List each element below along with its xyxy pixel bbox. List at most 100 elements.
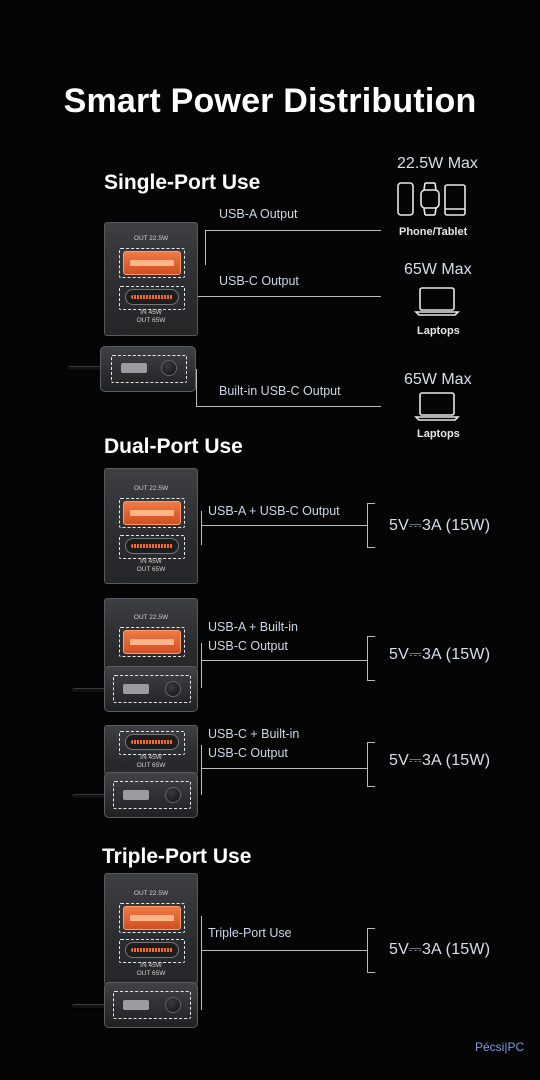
usb-a-connector-drop xyxy=(205,230,206,265)
usb-c-connector xyxy=(198,296,381,297)
usb-a-port xyxy=(123,906,181,930)
builtin-plug xyxy=(121,363,147,373)
phone-watch-tablet-icon xyxy=(397,182,466,216)
builtin-highlight xyxy=(111,355,187,383)
usb-a-port xyxy=(123,501,181,525)
triple-end-bottom xyxy=(367,972,375,973)
module-button xyxy=(165,997,181,1013)
usb-a-port xyxy=(123,630,181,654)
combo3-value: 5V⎓3A (15W) xyxy=(389,752,491,769)
combo1-end-bottom xyxy=(367,547,375,548)
combo1-value: 5V⎓3A (15W) xyxy=(389,517,491,534)
laptop-icon xyxy=(414,287,460,316)
builtin-plug xyxy=(123,1000,149,1010)
usb-a-output-label: USB-A Output xyxy=(219,207,298,221)
combo3-connector xyxy=(201,768,367,769)
builtin-output-label: Built-in USB-C Output xyxy=(219,384,341,398)
usb-c-highlight xyxy=(119,535,185,559)
usb-a-highlight xyxy=(119,627,185,657)
combo1-connector xyxy=(201,525,367,526)
cable-module-dual-3 xyxy=(104,772,198,818)
combo2-end-bottom xyxy=(367,680,375,681)
usb-c-highlight xyxy=(119,286,185,310)
cable-module-triple xyxy=(104,982,198,1028)
page-title: Smart Power Distribution xyxy=(63,82,477,120)
module-button xyxy=(165,787,181,803)
usb-a-rating: OUT 22.5W xyxy=(133,890,169,897)
charger-single: OUT 22.5W IN 45W OUT 65W xyxy=(104,222,198,336)
dual-port-heading: Dual-Port Use xyxy=(104,435,243,458)
phone-icon xyxy=(397,182,414,216)
usb-c-port xyxy=(125,289,179,305)
combo2-connector xyxy=(201,660,367,661)
usb-a-rating: OUT 22.5W xyxy=(133,614,169,621)
module-button xyxy=(165,681,181,697)
phone-tablet-label: Phone/Tablet xyxy=(399,226,468,238)
combo2-end-bracket xyxy=(367,636,368,680)
laptops-label-2: Laptops xyxy=(417,428,460,440)
usb-c-out-rating: OUT 65W xyxy=(136,317,166,324)
usb-c-in-rating: IN 45W xyxy=(140,962,162,969)
usb-c-in-rating: IN 45W xyxy=(140,309,162,316)
laptop-max-power-1: 65W Max xyxy=(404,261,472,278)
combo2-value: 5V⎓3A (15W) xyxy=(389,646,491,663)
charger-triple: OUT 22.5W IN 45W OUT 65W xyxy=(104,873,198,985)
triple-label: Triple-Port Use xyxy=(208,926,292,940)
usb-c-out-rating: OUT 65W xyxy=(136,762,166,769)
cable-module-dual-2 xyxy=(104,666,198,712)
combo3-end-bracket xyxy=(367,742,368,786)
builtin-connector xyxy=(196,406,381,407)
combo2-label-line2: USB-C Output xyxy=(208,639,288,653)
usb-c-in-rating: IN 45W xyxy=(140,558,162,565)
combo3-bracket xyxy=(201,745,202,795)
usb-a-highlight xyxy=(119,903,185,933)
usb-a-connector xyxy=(205,230,381,231)
combo2-bracket xyxy=(201,643,202,688)
combo3-label-line1: USB-C + Built-in xyxy=(208,727,300,741)
usb-c-port xyxy=(125,538,179,554)
charger-dual-1: OUT 22.5W IN 45W OUT 65W xyxy=(104,468,198,584)
builtin-plug xyxy=(123,684,149,694)
triple-connector xyxy=(201,950,367,951)
tablet-icon xyxy=(444,184,466,216)
usb-c-out-rating: OUT 65W xyxy=(136,566,166,573)
usb-c-highlight xyxy=(119,731,185,755)
cable-module-single xyxy=(100,346,196,392)
triple-end-top xyxy=(367,928,375,929)
combo1-label: USB-A + USB-C Output xyxy=(208,504,340,518)
laptop-icon xyxy=(414,392,460,421)
combo2-label-line1: USB-A + Built-in xyxy=(208,620,298,634)
triple-end-bracket xyxy=(367,928,368,972)
combo1-bracket xyxy=(201,511,202,545)
usb-c-in-rating: IN 45W xyxy=(140,754,162,761)
laptop-max-power-2: 65W Max xyxy=(404,371,472,388)
charger-dual-2: OUT 22.5W xyxy=(104,598,198,670)
combo3-end-top xyxy=(367,742,375,743)
usb-a-rating: OUT 22.5W xyxy=(133,485,169,492)
triple-value: 5V⎓3A (15W) xyxy=(389,941,491,958)
triple-port-heading: Triple-Port Use xyxy=(102,845,252,868)
usb-c-port xyxy=(125,734,179,750)
watermark: Pécsi|PC xyxy=(475,1040,525,1054)
module-button xyxy=(161,360,177,376)
combo2-end-top xyxy=(367,636,375,637)
builtin-plug xyxy=(123,790,149,800)
combo3-end-bottom xyxy=(367,786,375,787)
combo1-end-bracket xyxy=(367,503,368,547)
usb-c-out-rating: OUT 65W xyxy=(136,970,166,977)
builtin-highlight xyxy=(113,991,191,1019)
phone-max-power: 22.5W Max xyxy=(397,155,478,172)
single-port-heading: Single-Port Use xyxy=(104,171,261,194)
usb-a-port xyxy=(123,251,181,275)
usb-c-output-label: USB-C Output xyxy=(219,274,299,288)
triple-bracket xyxy=(201,916,202,1010)
combo1-end-top xyxy=(367,503,375,504)
usb-a-rating: OUT 22.5W xyxy=(133,235,169,242)
watch-icon xyxy=(420,189,440,209)
laptops-label-1: Laptops xyxy=(417,325,460,337)
builtin-connector-drop xyxy=(196,369,197,406)
builtin-highlight xyxy=(113,781,191,809)
usb-a-highlight xyxy=(119,498,185,528)
usb-a-highlight xyxy=(119,248,185,278)
usb-c-port xyxy=(125,942,179,958)
